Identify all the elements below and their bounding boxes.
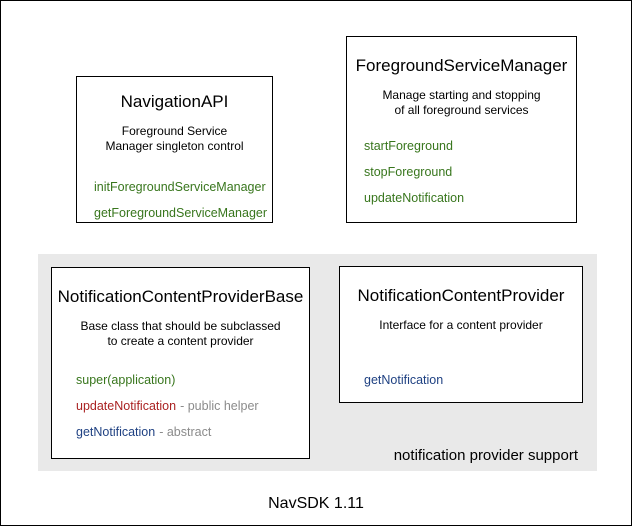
method-get-notification: getNotification [364, 373, 444, 387]
class-description: Base class that should be subclassed to … [52, 319, 309, 349]
description-line: Interface for a content provider [379, 318, 543, 332]
method-list: super(application) updateNotification- p… [52, 373, 309, 440]
description-line: Foreground Service [121, 124, 228, 138]
method-list: initForegroundServiceManager getForegrou… [77, 180, 272, 221]
notification-support-panel: NotificationContentProviderBase Base cla… [38, 254, 597, 471]
class-description: Manage starting and stopping of all fore… [347, 88, 576, 118]
class-title-notification-content-provider: NotificationContentProvider [357, 286, 565, 305]
method-super-application: super(application) [76, 373, 176, 387]
method-stop-foreground: stopForeground [364, 165, 453, 179]
method-list: startForeground stopForeground updateNot… [347, 139, 576, 206]
description-line: of all foreground services [394, 103, 529, 117]
method-get-notification: getNotification- abstract [76, 425, 212, 439]
description-line: Manager singleton control [105, 139, 244, 153]
method-annotation: - public helper [180, 399, 259, 413]
method-start-foreground: startForeground [364, 139, 453, 153]
method-init-foreground-service-manager: initForegroundServiceManager [94, 180, 266, 194]
method-list: getNotification [340, 373, 582, 388]
class-description: Foreground Service Manager singleton con… [77, 124, 272, 154]
class-title-navigation-api: NavigationAPI [120, 92, 229, 111]
method-update-notification: updateNotification [364, 191, 465, 205]
description-line: Base class that should be subclassed [80, 319, 281, 333]
diagram-caption: NavSDK 1.11 [268, 495, 364, 512]
class-title-notification-content-provider-base: NotificationContentProviderBase [57, 287, 304, 306]
description-line: Manage starting and stopping [382, 88, 541, 102]
class-box-notification-content-provider: NotificationContentProvider Interface fo… [339, 266, 583, 403]
class-description: Interface for a content provider [340, 318, 582, 333]
method-get-foreground-service-manager: getForegroundServiceManager [94, 206, 268, 220]
class-title-foreground-service-manager: ForegroundServiceManager [355, 56, 568, 75]
method-annotation: - abstract [159, 425, 212, 439]
class-box-foreground-service-manager: ForegroundServiceManager Manage starting… [346, 36, 577, 223]
class-box-navigation-api: NavigationAPI Foreground Service Manager… [76, 76, 273, 223]
method-update-notification: updateNotification- public helper [76, 399, 259, 413]
panel-label: notification provider support [393, 447, 578, 464]
class-box-notification-content-provider-base: NotificationContentProviderBase Base cla… [51, 267, 310, 459]
description-line: to create a content provider [107, 334, 254, 348]
